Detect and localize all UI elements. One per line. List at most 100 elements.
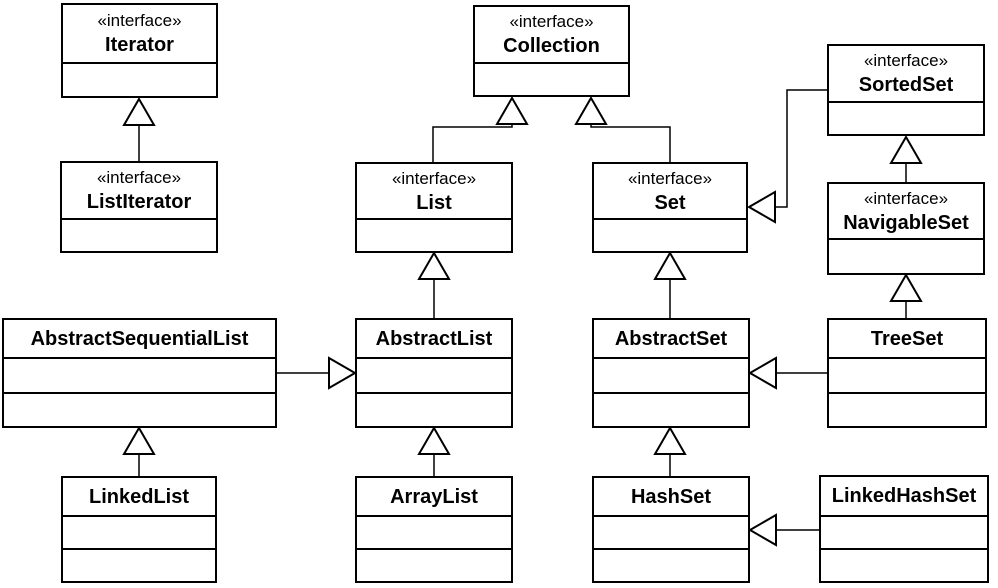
empty-compartment	[594, 218, 746, 251]
class-box-list: «interface» List	[355, 162, 513, 253]
class-name-label: TreeSet	[870, 327, 944, 350]
generalization-line	[432, 124, 513, 162]
edge-abstractlist-implements-list	[417, 250, 451, 318]
edge-treeset-extends-abstractset	[747, 356, 827, 390]
edge-treeset-implements-navigableset	[889, 272, 923, 318]
empty-compartment	[357, 515, 511, 548]
class-name-label: LinkedHashSet	[831, 485, 977, 507]
class-name-label: List	[416, 191, 452, 214]
class-box-abstractsequentiallist: AbstractSequentialList	[2, 318, 277, 428]
edge-navigableset-extends-sortedset	[889, 134, 923, 182]
generalization-arrowhead-icon	[889, 134, 923, 164]
generalization-line	[775, 89, 827, 208]
class-name-label: AbstractList	[375, 327, 493, 350]
generalization-arrowhead-icon	[122, 96, 156, 126]
class-name-label: AbstractSequentialList	[30, 327, 249, 350]
edge-arraylist-extends-abstractlist	[417, 425, 451, 476]
empty-compartment	[63, 62, 216, 96]
class-box-linkedlist: LinkedList	[61, 476, 217, 583]
empty-compartment	[357, 548, 511, 581]
stereotype-label: «interface»	[509, 12, 594, 31]
class-name-compartment: LinkedList	[63, 478, 215, 515]
empty-compartment	[475, 62, 628, 95]
class-box-navigableset: «interface» NavigableSet	[827, 182, 985, 275]
class-name-label: AbstractSet	[614, 327, 728, 350]
empty-compartment	[4, 357, 275, 392]
empty-compartment	[594, 391, 748, 427]
empty-compartment	[62, 218, 216, 251]
class-name-label: Iterator	[105, 34, 174, 56]
class-name-label: Set	[654, 191, 686, 214]
class-name-label: Collection	[503, 35, 600, 57]
edge-listiterator-extends-iterator	[122, 96, 156, 161]
class-box-treeset: TreeSet	[827, 318, 987, 428]
stereotype-label: «interface»	[391, 168, 477, 188]
class-name-compartment: «interface»ListIterator	[62, 163, 216, 218]
class-box-linkedhashset: LinkedHashSet	[819, 475, 989, 583]
class-box-collection: «interface» Collection	[473, 5, 630, 97]
stereotype-label: «interface»	[97, 11, 182, 30]
generalization-arrowhead-icon	[417, 250, 451, 280]
class-name-compartment: AbstractList	[357, 320, 511, 357]
class-name-compartment: «interface» Set	[594, 164, 746, 218]
empty-compartment	[829, 357, 985, 392]
class-name-compartment: «interface» List	[357, 164, 511, 218]
class-name-compartment: ArrayList	[357, 478, 511, 515]
generalization-arrowhead-icon	[747, 513, 777, 547]
empty-compartment	[63, 548, 215, 581]
class-name-label: LinkedList	[88, 485, 189, 508]
empty-compartment	[357, 218, 511, 251]
class-box-listiterator: «interface»ListIterator	[60, 161, 218, 253]
edge-abstractset-implements-set	[653, 250, 687, 318]
edge-sortedset-extends-set	[746, 89, 827, 224]
generalization-arrowhead-icon	[653, 425, 687, 455]
generalization-arrowhead-icon	[653, 250, 687, 280]
class-name-compartment: «interface» NavigableSet	[829, 184, 983, 238]
generalization-arrowhead-icon	[328, 356, 358, 390]
generalization-arrowhead-icon	[747, 356, 777, 390]
edge-linkedhashset-extends-hashset	[747, 513, 819, 547]
empty-compartment	[829, 238, 983, 273]
edge-list-extends-collection	[432, 95, 529, 162]
class-name-label: HashSet	[630, 485, 712, 508]
empty-compartment	[821, 515, 987, 548]
class-box-arraylist: ArrayList	[355, 476, 513, 583]
class-name-compartment: AbstractSequentialList	[4, 320, 275, 357]
edge-linkedlist-extends-abstractsequentiallist	[122, 425, 156, 476]
class-box-abstractlist: AbstractList	[355, 318, 513, 428]
class-name-compartment: TreeSet	[829, 320, 985, 357]
edge-abstractsequentiallist-extends-abstractlist	[277, 356, 358, 390]
empty-compartment	[63, 515, 215, 548]
class-name-compartment: LinkedHashSet	[821, 477, 987, 515]
edge-hashset-extends-abstractset	[653, 425, 687, 476]
empty-compartment	[357, 391, 511, 427]
generalization-arrowhead-icon	[889, 272, 923, 302]
class-name-compartment: «interface» SortedSet	[829, 46, 983, 101]
stereotype-label: «interface»	[627, 168, 713, 188]
stereotype-label: «interface»	[96, 168, 182, 187]
generalization-line	[590, 124, 671, 162]
empty-compartment	[829, 391, 985, 427]
empty-compartment	[821, 548, 987, 581]
class-box-set: «interface» Set	[592, 162, 748, 253]
empty-compartment	[4, 391, 275, 427]
generalization-arrowhead-icon	[574, 95, 608, 125]
generalization-arrowhead-icon	[495, 95, 529, 125]
class-box-hashset: HashSet	[592, 476, 750, 583]
class-name-compartment: «interface» Iterator	[63, 5, 216, 62]
edge-set-extends-collection	[574, 95, 671, 162]
class-name-compartment: «interface» Collection	[475, 7, 628, 62]
generalization-arrowhead-icon	[122, 425, 156, 455]
class-box-iterator: «interface» Iterator	[61, 3, 218, 98]
generalization-arrowhead-icon	[417, 425, 451, 455]
generalization-arrowhead-icon	[746, 190, 776, 224]
empty-compartment	[594, 515, 748, 548]
empty-compartment	[357, 357, 511, 392]
stereotype-label: «interface»	[863, 51, 949, 70]
stereotype-label: «interface»	[863, 188, 949, 208]
class-name-label: SortedSet	[858, 74, 954, 96]
empty-compartment	[594, 548, 748, 581]
class-name-label: NavigableSet	[843, 211, 969, 234]
class-box-sortedset: «interface» SortedSet	[827, 44, 985, 136]
